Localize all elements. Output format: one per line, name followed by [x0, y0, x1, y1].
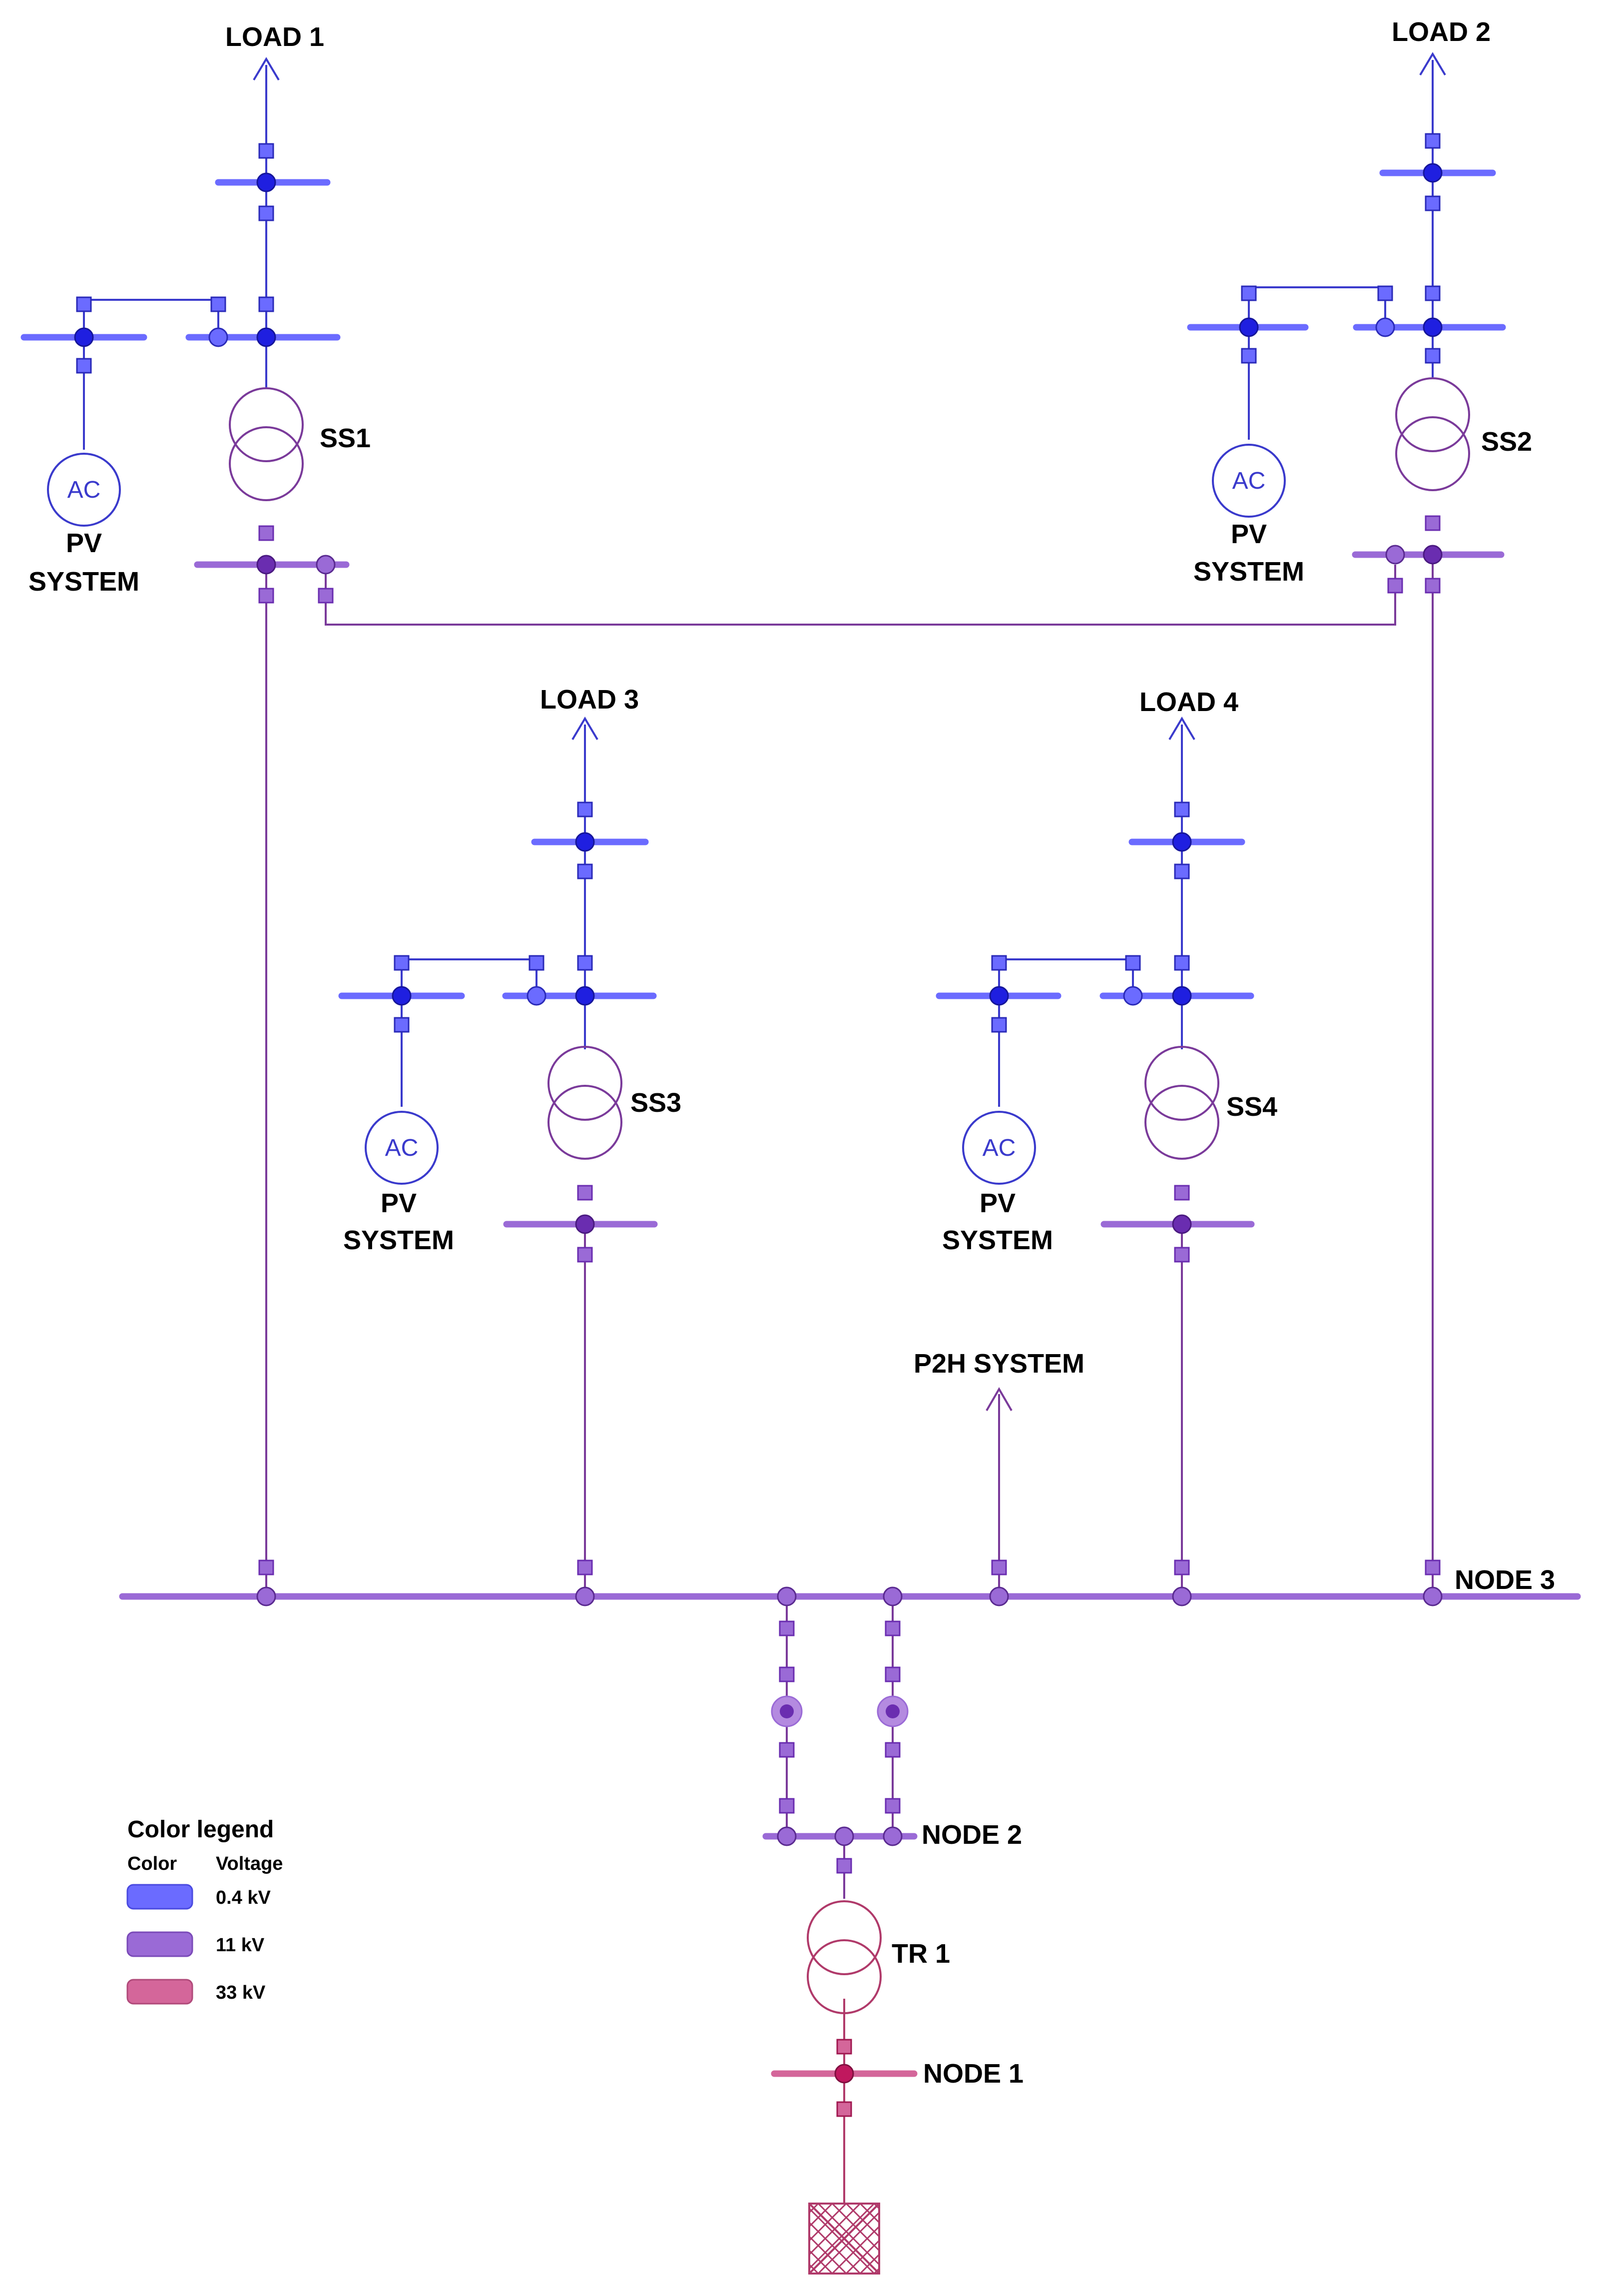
- hv-breakers: [836, 2039, 852, 2117]
- external-grid-icon: [808, 2203, 880, 2275]
- node-1-label: NODE 1: [923, 2059, 1024, 2089]
- load-4-label: LOAD 4: [1139, 687, 1238, 717]
- load-1-label: LOAD 1: [225, 22, 324, 52]
- transformer-tr1: [807, 1900, 882, 2014]
- pv-2-label-line2: SYSTEM: [1193, 557, 1304, 587]
- pv-generator-4: AC: [962, 1111, 1036, 1185]
- legend-voltage-0.4kv: 0.4 kV: [216, 1887, 271, 1908]
- lv-nodes: [74, 163, 1443, 1006]
- hv-nodes: [834, 2064, 854, 2084]
- lv-tie-nodes: [208, 317, 1395, 1006]
- ss2-label: SS2: [1481, 427, 1532, 457]
- legend-swatch-0.4kv: [126, 1884, 193, 1910]
- legend-swatch-11kv: [126, 1931, 193, 1957]
- pv-generator-2: AC: [1212, 444, 1286, 518]
- cable-symbols: [771, 1695, 909, 1727]
- pv-4-label-line2: SYSTEM: [942, 1225, 1053, 1255]
- transformer-ss1: [229, 387, 304, 501]
- pv-4-label-line1: PV: [980, 1188, 1016, 1218]
- ac-label: AC: [983, 1135, 1016, 1161]
- transformer-ss4: [1144, 1046, 1219, 1160]
- node-2-label: NODE 2: [922, 1820, 1022, 1850]
- node-3-label: NODE 3: [1455, 1565, 1555, 1595]
- legend-voltage-11kv: 11 kV: [216, 1935, 265, 1956]
- transformer-ss3: [547, 1046, 622, 1160]
- pv-generator-3: AC: [365, 1111, 439, 1185]
- ac-label: AC: [385, 1135, 419, 1161]
- mv-breakers: [258, 515, 1441, 1874]
- legend-voltage-33kv: 33 kV: [216, 1982, 266, 2003]
- ss4-label: SS4: [1226, 1092, 1277, 1122]
- p2h-arrow: [986, 1387, 1013, 1412]
- ac-label: AC: [67, 477, 101, 503]
- legend-col-color: Color: [127, 1853, 177, 1874]
- ss3-label: SS3: [630, 1088, 681, 1118]
- pv-2-label-line1: PV: [1231, 519, 1267, 549]
- color-legend: Color legend Color Voltage 0.4 kV 11 kV …: [126, 1816, 283, 2005]
- ac-label: AC: [1232, 468, 1266, 494]
- load-3-label: LOAD 3: [540, 685, 639, 715]
- p2h-label: P2H SYSTEM: [914, 1349, 1084, 1379]
- mv-bus-nodes: [256, 545, 1443, 1846]
- pv-generator-1: AC: [47, 453, 121, 527]
- load-2-label: LOAD 2: [1392, 17, 1491, 47]
- load-arrows: [253, 52, 1446, 741]
- mv-busbars: [119, 551, 1581, 1840]
- mv-nodes: [256, 545, 1443, 1234]
- tr1-label: TR 1: [892, 1939, 950, 1969]
- ss1-label: SS1: [320, 423, 371, 453]
- legend-title: Color legend: [127, 1816, 274, 1843]
- legend-swatch-33kv: [126, 1979, 193, 2005]
- transformer-ss2: [1395, 377, 1470, 491]
- pv-1-label-line2: SYSTEM: [28, 567, 139, 597]
- lv-breakers: [76, 133, 1441, 1033]
- pv-3-label-line2: SYSTEM: [343, 1225, 454, 1255]
- pv-1-label-line1: PV: [66, 528, 102, 558]
- pv-3-label-line1: PV: [381, 1188, 417, 1218]
- legend-col-voltage: Voltage: [216, 1853, 283, 1874]
